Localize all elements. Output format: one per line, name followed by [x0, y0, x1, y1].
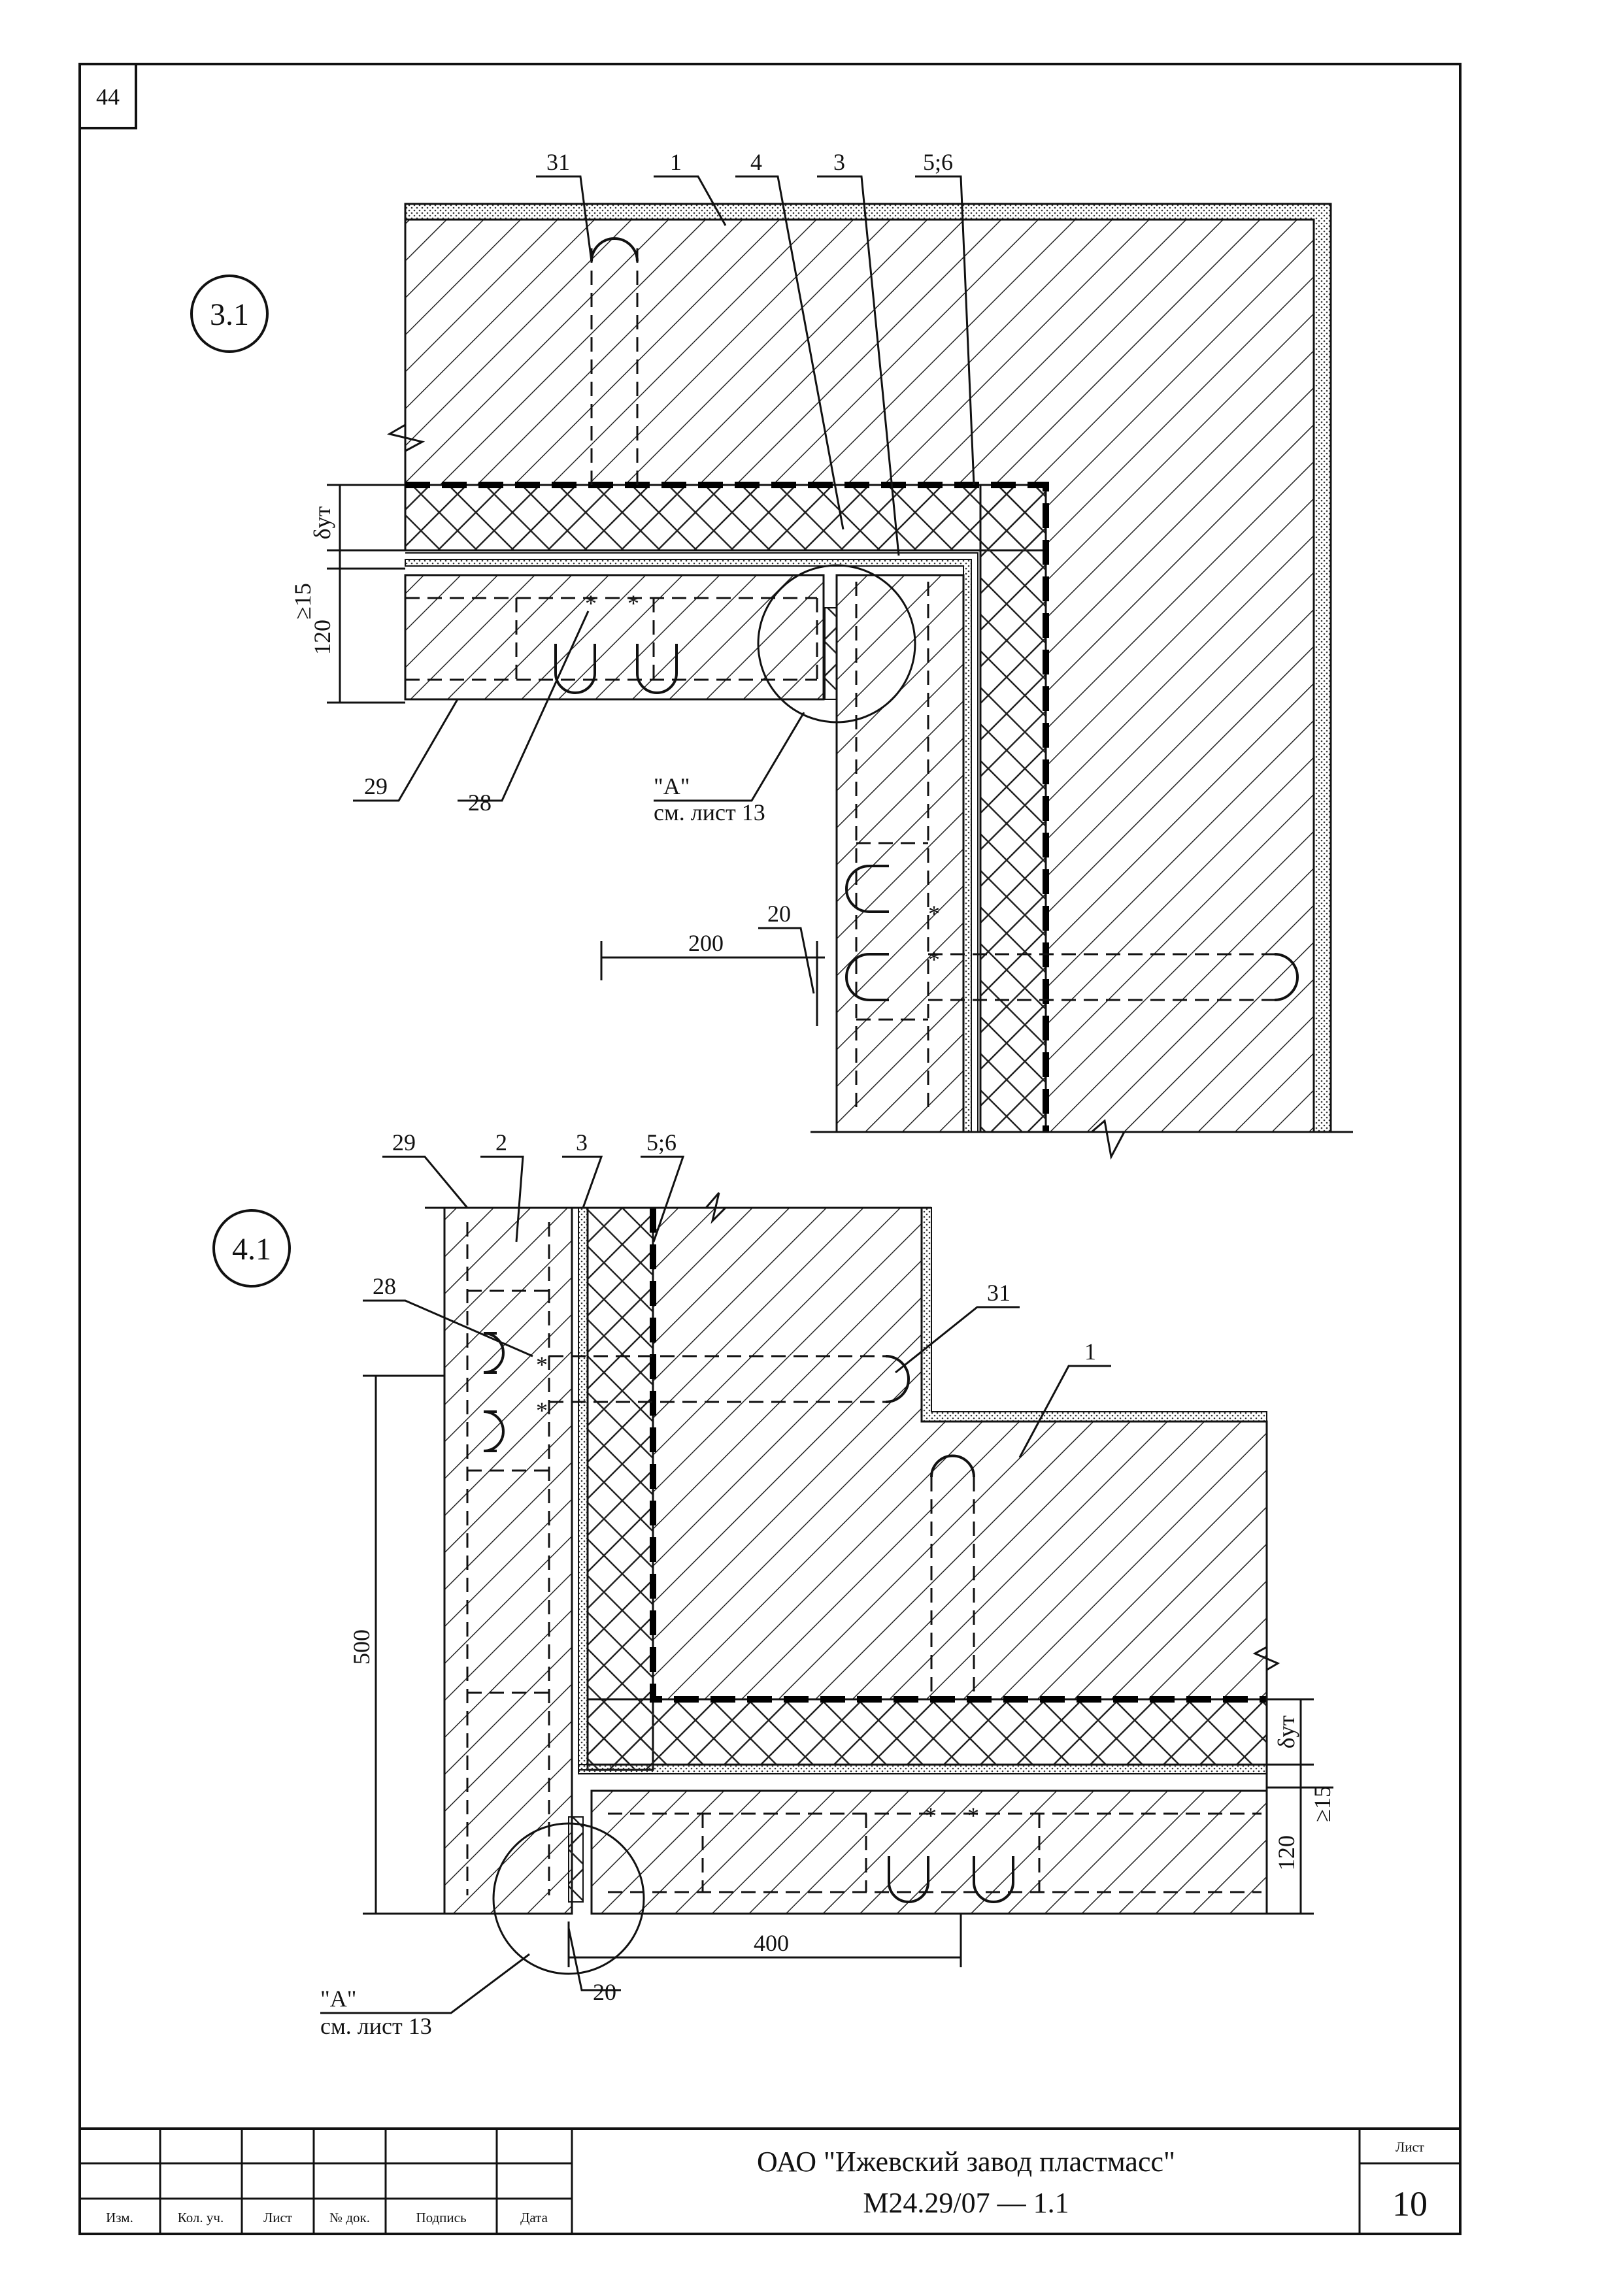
svg-text:*: *: [585, 590, 597, 616]
weld-marks-3-1: * * * *: [585, 590, 940, 973]
insulation-vertical-4-1: [586, 1206, 654, 1771]
callout-1-4-1: 1: [1084, 1339, 1096, 1365]
detail-circle-a-4-1: [492, 1822, 645, 1975]
tb-col-signature: Подпись: [416, 2210, 466, 2225]
view-marker-circle-4-1: [212, 1209, 291, 1288]
break-line-right: [1252, 1422, 1280, 1914]
callout-leaders-4-1: [320, 1156, 1111, 2014]
vapour-barrier-4-1: [650, 1208, 1267, 1703]
tb-document-code: М24.29/07 — 1.1: [863, 2187, 1069, 2219]
view-marker-circle: [190, 275, 269, 353]
facing-layer-horizontal: [404, 574, 825, 701]
detail-ref-sheet: см. лист 13: [654, 799, 765, 825]
dim-200: 200: [688, 930, 724, 956]
callout-28: 28: [468, 790, 492, 816]
callout-28-4-1: 28: [373, 1273, 396, 1299]
dimensions-4-1: [363, 1374, 1333, 1967]
tb-sheet-label: Лист: [1395, 2139, 1424, 2155]
view-3-1: * * * * 3.1 31 1 4 3 5;6 29 28 20 "А" см. …: [190, 149, 1353, 1160]
dim-400: 400: [754, 1930, 789, 1956]
weld-marks-4-1: * * * *: [536, 1352, 979, 1829]
callout-4: 4: [750, 149, 762, 175]
tb-col-date: Дата: [520, 2210, 548, 2225]
membrane-3-horizontal: [578, 1764, 1267, 1774]
callout-5-6: 5;6: [923, 149, 953, 175]
dim-ge-15: ≥15: [290, 583, 316, 620]
reinforcement-3-1: [405, 248, 1275, 1111]
detail-ref-name: "А": [654, 773, 690, 799]
wall-1-plaster-4-1: [921, 1207, 1267, 1422]
facing-layer-vertical: [835, 574, 965, 1133]
tb-organization: ОАО "Ижевский завод пластмасс": [757, 2146, 1175, 2178]
callout-1: 1: [670, 149, 682, 175]
detail-circle-a: [757, 564, 916, 724]
membrane-3: [405, 552, 978, 1132]
view-4-1: * * * * 4.1 29 2 3 5;6 28 31 1 20 "А" см. …: [212, 1129, 1335, 2039]
svg-text:*: *: [967, 1803, 979, 1829]
tb-col-list: Лист: [263, 2210, 292, 2225]
break-line: [387, 204, 426, 485]
svg-text:*: *: [536, 1352, 548, 1378]
callout-31-4-1: 31: [987, 1280, 1011, 1306]
dim-500: 500: [348, 1629, 375, 1665]
joint-filler-4-1: [568, 1816, 584, 1903]
callout-20: 20: [767, 901, 791, 927]
callout-leaders-3-1: [353, 175, 975, 994]
callout-3: 3: [833, 149, 845, 175]
insulation-4-horizontal: [404, 484, 1047, 552]
view-marker-label-4-1: 4.1: [232, 1232, 271, 1267]
dim-delta-ut: δут: [309, 506, 335, 539]
svg-text:*: *: [536, 1397, 548, 1423]
insulation-4-vertical: [979, 484, 1047, 1133]
baseline-3-1: [811, 1119, 1353, 1160]
dimensions-3-1: [327, 484, 825, 1026]
corner-sheet-number: 44: [96, 84, 120, 110]
tb-col-kol-uch: Кол. уч.: [178, 2210, 224, 2225]
callout-20-4-1: 20: [593, 1979, 616, 2005]
callout-5-6-4-1: 5;6: [646, 1129, 677, 1156]
callout-2-4-1: 2: [495, 1129, 507, 1156]
dim-delta-ut-4-1: δут: [1273, 1715, 1299, 1748]
detail-ref-sheet-4-1: см. лист 13: [320, 2013, 432, 2039]
dim-120: 120: [309, 620, 335, 655]
svg-text:*: *: [928, 901, 940, 927]
view-marker-label: 3.1: [210, 297, 249, 332]
callout-3-4-1: 3: [576, 1129, 588, 1156]
anchor-loops-3-1: [554, 237, 1299, 1001]
reinforcement-4-1: [466, 1222, 1262, 1895]
callout-29: 29: [364, 773, 388, 799]
svg-text:*: *: [925, 1803, 937, 1829]
wall-1-body-4-1: [652, 1206, 1268, 1701]
joint-filler: [824, 607, 837, 700]
svg-text:*: *: [627, 590, 639, 616]
anchor-loops-4-1: [483, 1332, 1014, 1903]
facing-layer-vertical-4-1: [443, 1206, 573, 1915]
callout-29-4-1: 29: [392, 1129, 416, 1156]
dim-120-4-1: 120: [1273, 1835, 1299, 1871]
insulation-horizontal-4-1: [586, 1698, 1268, 1766]
break-line-top: [425, 1192, 931, 1224]
membrane-3-vertical: [578, 1207, 588, 1771]
detail-ref-name-4-1: "А": [320, 1986, 356, 2012]
title-block: Изм. Кол. уч. Лист № док. Подпись Дата О…: [78, 2127, 1462, 2235]
tb-col-izm: Изм.: [106, 2210, 133, 2225]
tb-sheet-number: 10: [1392, 2184, 1428, 2223]
vapour-barrier-5-6: [405, 482, 1049, 1132]
dim-ge-15-4-1: ≥15: [1309, 1786, 1335, 1822]
svg-text:*: *: [928, 946, 940, 973]
tb-col-doc: № док.: [329, 2210, 370, 2225]
callout-31: 31: [546, 149, 570, 175]
